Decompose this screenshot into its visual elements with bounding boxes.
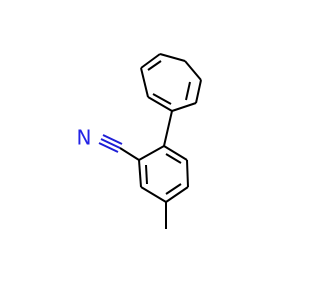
ring-double-bond bbox=[145, 164, 148, 185]
nitrogen-atom-label: N bbox=[77, 126, 92, 150]
ring-bond bbox=[165, 186, 189, 203]
ring-double-bond bbox=[152, 93, 172, 105]
ring-bond bbox=[184, 60, 202, 81]
phenyl-ring bbox=[140, 53, 202, 112]
ring-double-bond bbox=[185, 81, 191, 101]
ring-double-bond bbox=[147, 60, 162, 71]
ring-bond bbox=[186, 159, 189, 188]
benzonitrile-ring bbox=[138, 145, 189, 203]
ring-bond bbox=[138, 159, 142, 188]
ring-bond bbox=[195, 79, 202, 104]
ring-bond bbox=[138, 145, 165, 161]
ring-bond bbox=[147, 96, 173, 112]
chemical-structure-diagram: N bbox=[77, 53, 202, 229]
ring-bond bbox=[140, 67, 149, 98]
nitrile-carbon-bond bbox=[119, 147, 140, 161]
ring-bond bbox=[140, 186, 167, 203]
biaryl-bond bbox=[163, 110, 173, 147]
ring-double-bond bbox=[165, 153, 182, 164]
ring-double-bond bbox=[165, 183, 182, 195]
ring-bond bbox=[171, 102, 197, 112]
ring-bond bbox=[159, 53, 186, 62]
ring-bond bbox=[163, 145, 188, 161]
molecule-canvas: N bbox=[76, 53, 202, 229]
ring-bond bbox=[140, 53, 161, 69]
nitrile-triple-bond bbox=[98, 134, 123, 153]
